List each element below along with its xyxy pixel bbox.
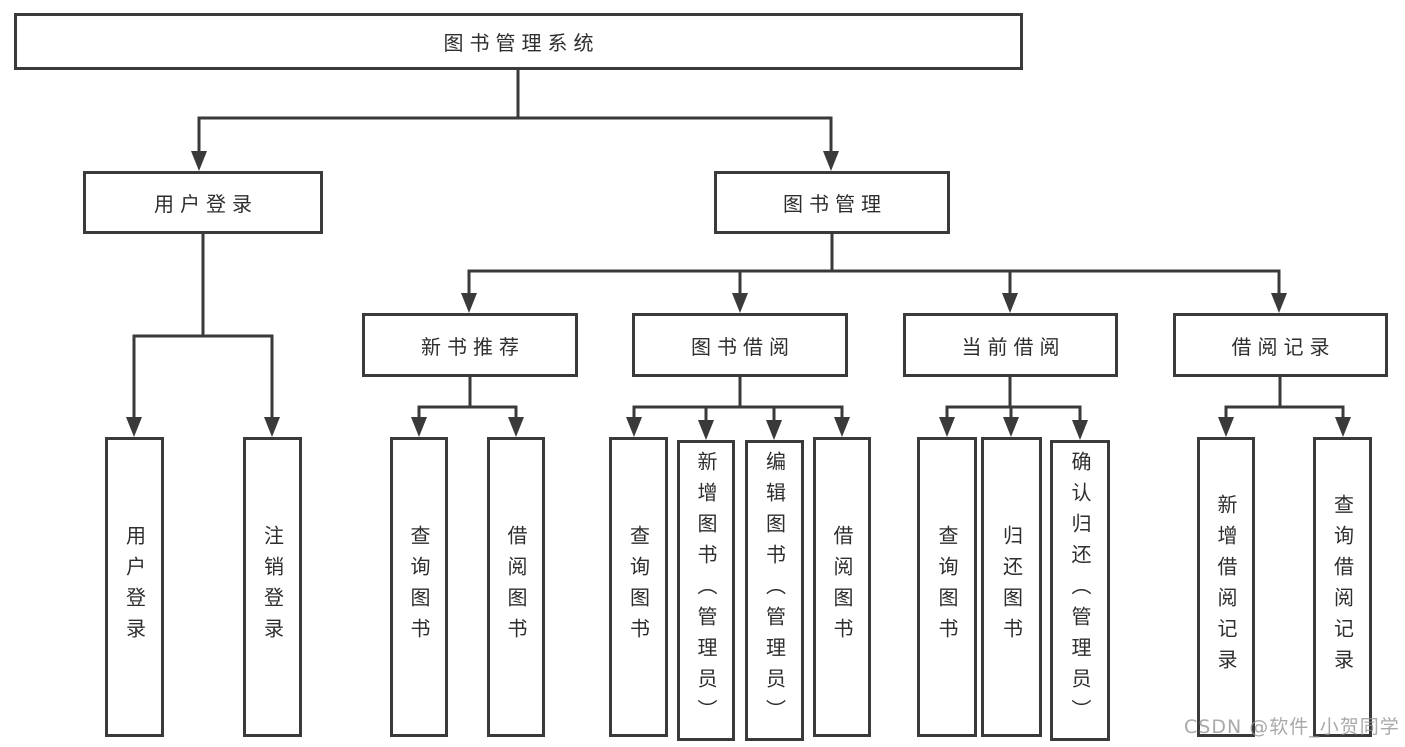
leaf-logout: 注销登录 [243,437,302,737]
node-book-management-label: 图书管理 [783,192,887,216]
leaf-cb-query-book: 查询图书 [917,437,977,737]
arrow-to-leaf-user-login [126,417,142,437]
connector-borrow-records-children [1224,375,1345,422]
leaf-cb-confirm-return-admin-label: 确认归还（管理员） [1068,451,1092,730]
leaf-cb-confirm-return-admin: 确认归还（管理员） [1050,440,1110,741]
node-user-login: 用户登录 [83,171,323,234]
node-borrow-records-label: 借阅记录 [1231,334,1336,359]
leaf-bb-add-book-admin: 新增图书（管理员） [677,440,735,741]
arrow-to-leaf-cb-confirm [1072,420,1088,440]
leaf-cb-return-book: 归还图书 [981,437,1042,737]
node-new-book-recommend: 新书推荐 [362,313,578,377]
connector-new-book-children [417,375,518,422]
arrow-to-leaf-br-add [1218,417,1234,437]
node-current-borrow-label: 当前借阅 [961,334,1066,359]
csdn-watermark: CSDN @软件_小贺同学 [1184,716,1400,738]
node-book-management: 图书管理 [714,171,950,234]
connector-book-management-children [467,231,1281,299]
node-new-book-recommend-label: 新书推荐 [421,334,525,359]
node-user-login-label: 用户登录 [154,192,258,216]
node-root-library-system: 图书管理系统 [14,13,1023,70]
leaf-logout-label: 注销登录 [260,525,285,649]
node-root-label: 图书管理系统 [443,31,600,55]
node-book-borrow: 图书借阅 [632,313,848,377]
arrow-to-leaf-nb-query [411,417,427,437]
leaf-user-login: 用户登录 [105,437,164,737]
arrow-to-leaf-nb-borrow [508,417,524,437]
arrow-to-leaf-cb-return [1003,417,1019,437]
arrow-to-leaf-bb-add [698,420,714,440]
leaf-bb-query-book: 查询图书 [609,437,668,737]
connector-book-borrow-children [632,374,844,425]
arrow-to-current-borrow [1002,293,1018,313]
leaf-bb-borrow-book: 借阅图书 [813,437,871,737]
leaf-bb-edit-book-admin: 编辑图书（管理员） [745,440,804,741]
arrow-to-leaf-bb-edit [766,420,782,440]
arrow-to-book-management [823,151,839,171]
node-current-borrow: 当前借阅 [903,313,1118,377]
leaf-nb-borrow-book-label: 借阅图书 [504,525,528,649]
arrow-to-book-borrow [732,293,748,313]
leaf-nb-query-book-label: 查询图书 [407,525,431,649]
arrow-to-user-login [191,151,207,171]
leaf-nb-query-book: 查询图书 [390,437,448,737]
connector-current-borrow-children [945,374,1082,425]
arrow-to-leaf-bb-borrow [834,417,850,437]
leaf-bb-edit-book-admin-label: 编辑图书（管理员） [762,451,787,730]
arrow-to-leaf-logout [264,417,280,437]
arrow-to-leaf-bb-query [626,417,642,437]
leaf-br-add-record-label: 新增借阅记录 [1214,494,1238,680]
leaf-br-add-record: 新增借阅记录 [1197,437,1255,737]
arrow-to-leaf-cb-query [939,417,955,437]
connector-user-login-children [132,231,274,422]
leaf-nb-borrow-book: 借阅图书 [487,437,545,737]
leaf-bb-borrow-book-label: 借阅图书 [830,525,854,649]
arrow-to-borrow-records [1271,293,1287,313]
node-book-borrow-label: 图书借阅 [691,334,795,359]
arrow-to-leaf-br-query [1335,417,1351,437]
leaf-bb-add-book-admin-label: 新增图书（管理员） [694,451,718,730]
leaf-bb-query-book-label: 查询图书 [626,525,651,649]
leaf-br-query-record: 查询借阅记录 [1313,437,1372,737]
connector-root-to-level2 [197,67,833,156]
leaf-cb-query-book-label: 查询图书 [935,525,959,649]
arrowheads [126,151,1351,440]
leaf-br-query-record-label: 查询借阅记录 [1330,494,1355,680]
node-borrow-records: 借阅记录 [1173,313,1388,377]
leaf-cb-return-book-label: 归还图书 [999,525,1024,649]
arrow-to-new-book [461,293,477,313]
leaf-user-login-label: 用户登录 [122,525,147,649]
